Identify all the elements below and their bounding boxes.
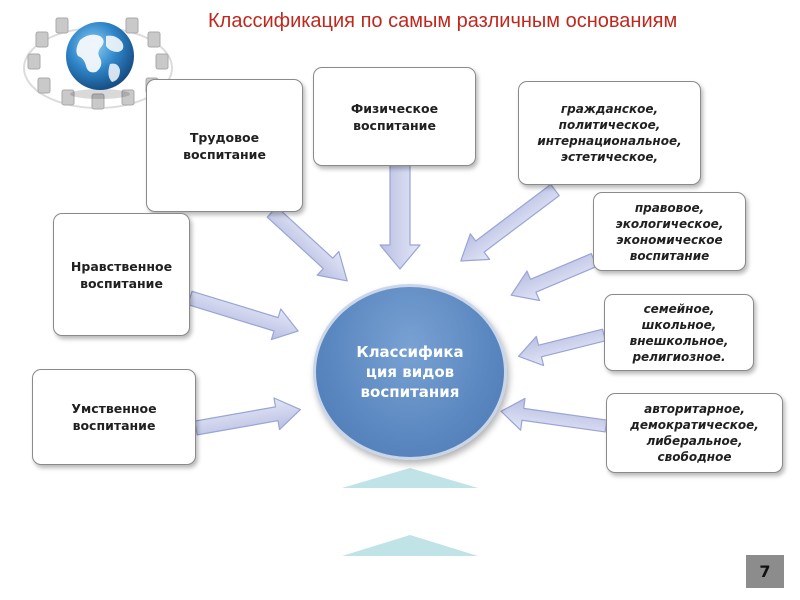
slide-title: Классификация по самым различным основан…: [208, 10, 678, 32]
center-classification-circle: Классифика ция видов воспитания: [313, 284, 507, 460]
box-moral-education: Нравственное воспитание: [53, 213, 190, 336]
arrow-from-family: [518, 328, 607, 367]
box-labor-education: Трудовое воспитание: [146, 79, 303, 212]
arrow-from-legal: [510, 252, 598, 302]
arrow-from-labor: [266, 206, 348, 282]
decor-triangle-upper: [342, 468, 478, 488]
arrow-from-moral: [187, 290, 299, 341]
box-style-education: авторитарное, демократическое, либеральн…: [606, 393, 783, 473]
box-legal-education: правовое, экологическое, экономическое в…: [593, 192, 746, 271]
arrow-from-style: [500, 397, 608, 433]
arrow-from-civic: [460, 183, 560, 262]
decor-triangle-lower: [342, 535, 478, 556]
box-mental-education: Умственное воспитание: [32, 369, 196, 465]
arrow-from-physical: [379, 164, 421, 270]
box-family-education: семейное, школьное, внешкольное, религио…: [604, 294, 754, 371]
arrow-from-mental: [194, 397, 301, 436]
box-civic-education: гражданское, политическое, интернационал…: [518, 81, 701, 185]
box-physical-education: Физическое воспитание: [313, 67, 476, 166]
page-number-badge: 7: [746, 555, 784, 588]
